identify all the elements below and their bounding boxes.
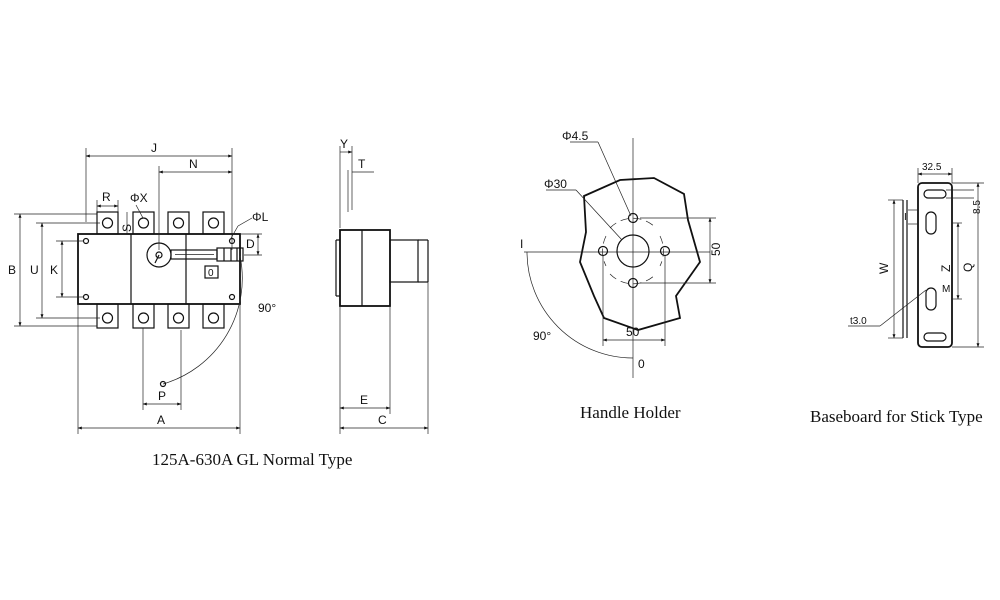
dim-U: U	[30, 263, 39, 277]
top-terminals	[96, 211, 225, 235]
dim-R: R	[102, 190, 111, 204]
caption-baseboard: Baseboard for Stick Type	[810, 407, 983, 426]
label-hole-large: Φ30	[544, 177, 567, 191]
angle-90: 90°	[258, 301, 276, 315]
dim-Z: Z	[939, 265, 953, 272]
dim-8-5: 8.5	[972, 200, 983, 214]
dim-50-vertical: 50	[709, 242, 723, 256]
dim-S: S	[120, 224, 134, 232]
center-hole	[616, 234, 650, 268]
dim-I-baseboard: I	[904, 212, 907, 223]
caption-handle-holder: Handle Holder	[580, 403, 681, 422]
baseboard-view: 32.5 8.5 Q Z M W I t3.0	[848, 162, 984, 348]
dim-P: P	[158, 389, 166, 403]
label-O: 0	[638, 357, 645, 371]
dim-T: T	[358, 157, 366, 171]
dim-D: D	[246, 237, 255, 251]
label-thickness: t3.0	[850, 316, 867, 327]
dim-phiL: ΦL	[252, 210, 269, 224]
front-view: 0 J N R S ΦX Φ	[8, 141, 276, 434]
angle-90-holder: 90°	[533, 329, 551, 343]
dim-32-5: 32.5	[922, 162, 942, 173]
dim-J: J	[151, 141, 157, 155]
handle-holder-view: Φ4.5 Φ30 I 90° 50 50 0	[520, 129, 723, 378]
dim-phiX: ΦX	[130, 191, 148, 205]
dim-A: A	[157, 413, 165, 427]
caption-normal-type: 125A-630A GL Normal Type	[152, 450, 352, 469]
position-indicator	[204, 265, 219, 279]
dim-Y: Y	[340, 137, 348, 151]
dim-M: M	[942, 284, 950, 295]
dim-W: W	[877, 262, 891, 274]
side-view: Y T E C	[335, 137, 429, 434]
label-hole-small: Φ4.5	[562, 129, 589, 143]
indicator-label: 0	[208, 268, 214, 279]
label-I: I	[520, 237, 523, 251]
dim-Q: Q	[961, 263, 975, 272]
dim-C: C	[378, 413, 387, 427]
dim-50-horizontal: 50	[626, 325, 640, 339]
dim-E: E	[360, 393, 368, 407]
dim-N: N	[189, 157, 198, 171]
bottom-terminals	[96, 303, 225, 329]
dim-B: B	[8, 263, 16, 277]
dim-K: K	[50, 263, 58, 277]
